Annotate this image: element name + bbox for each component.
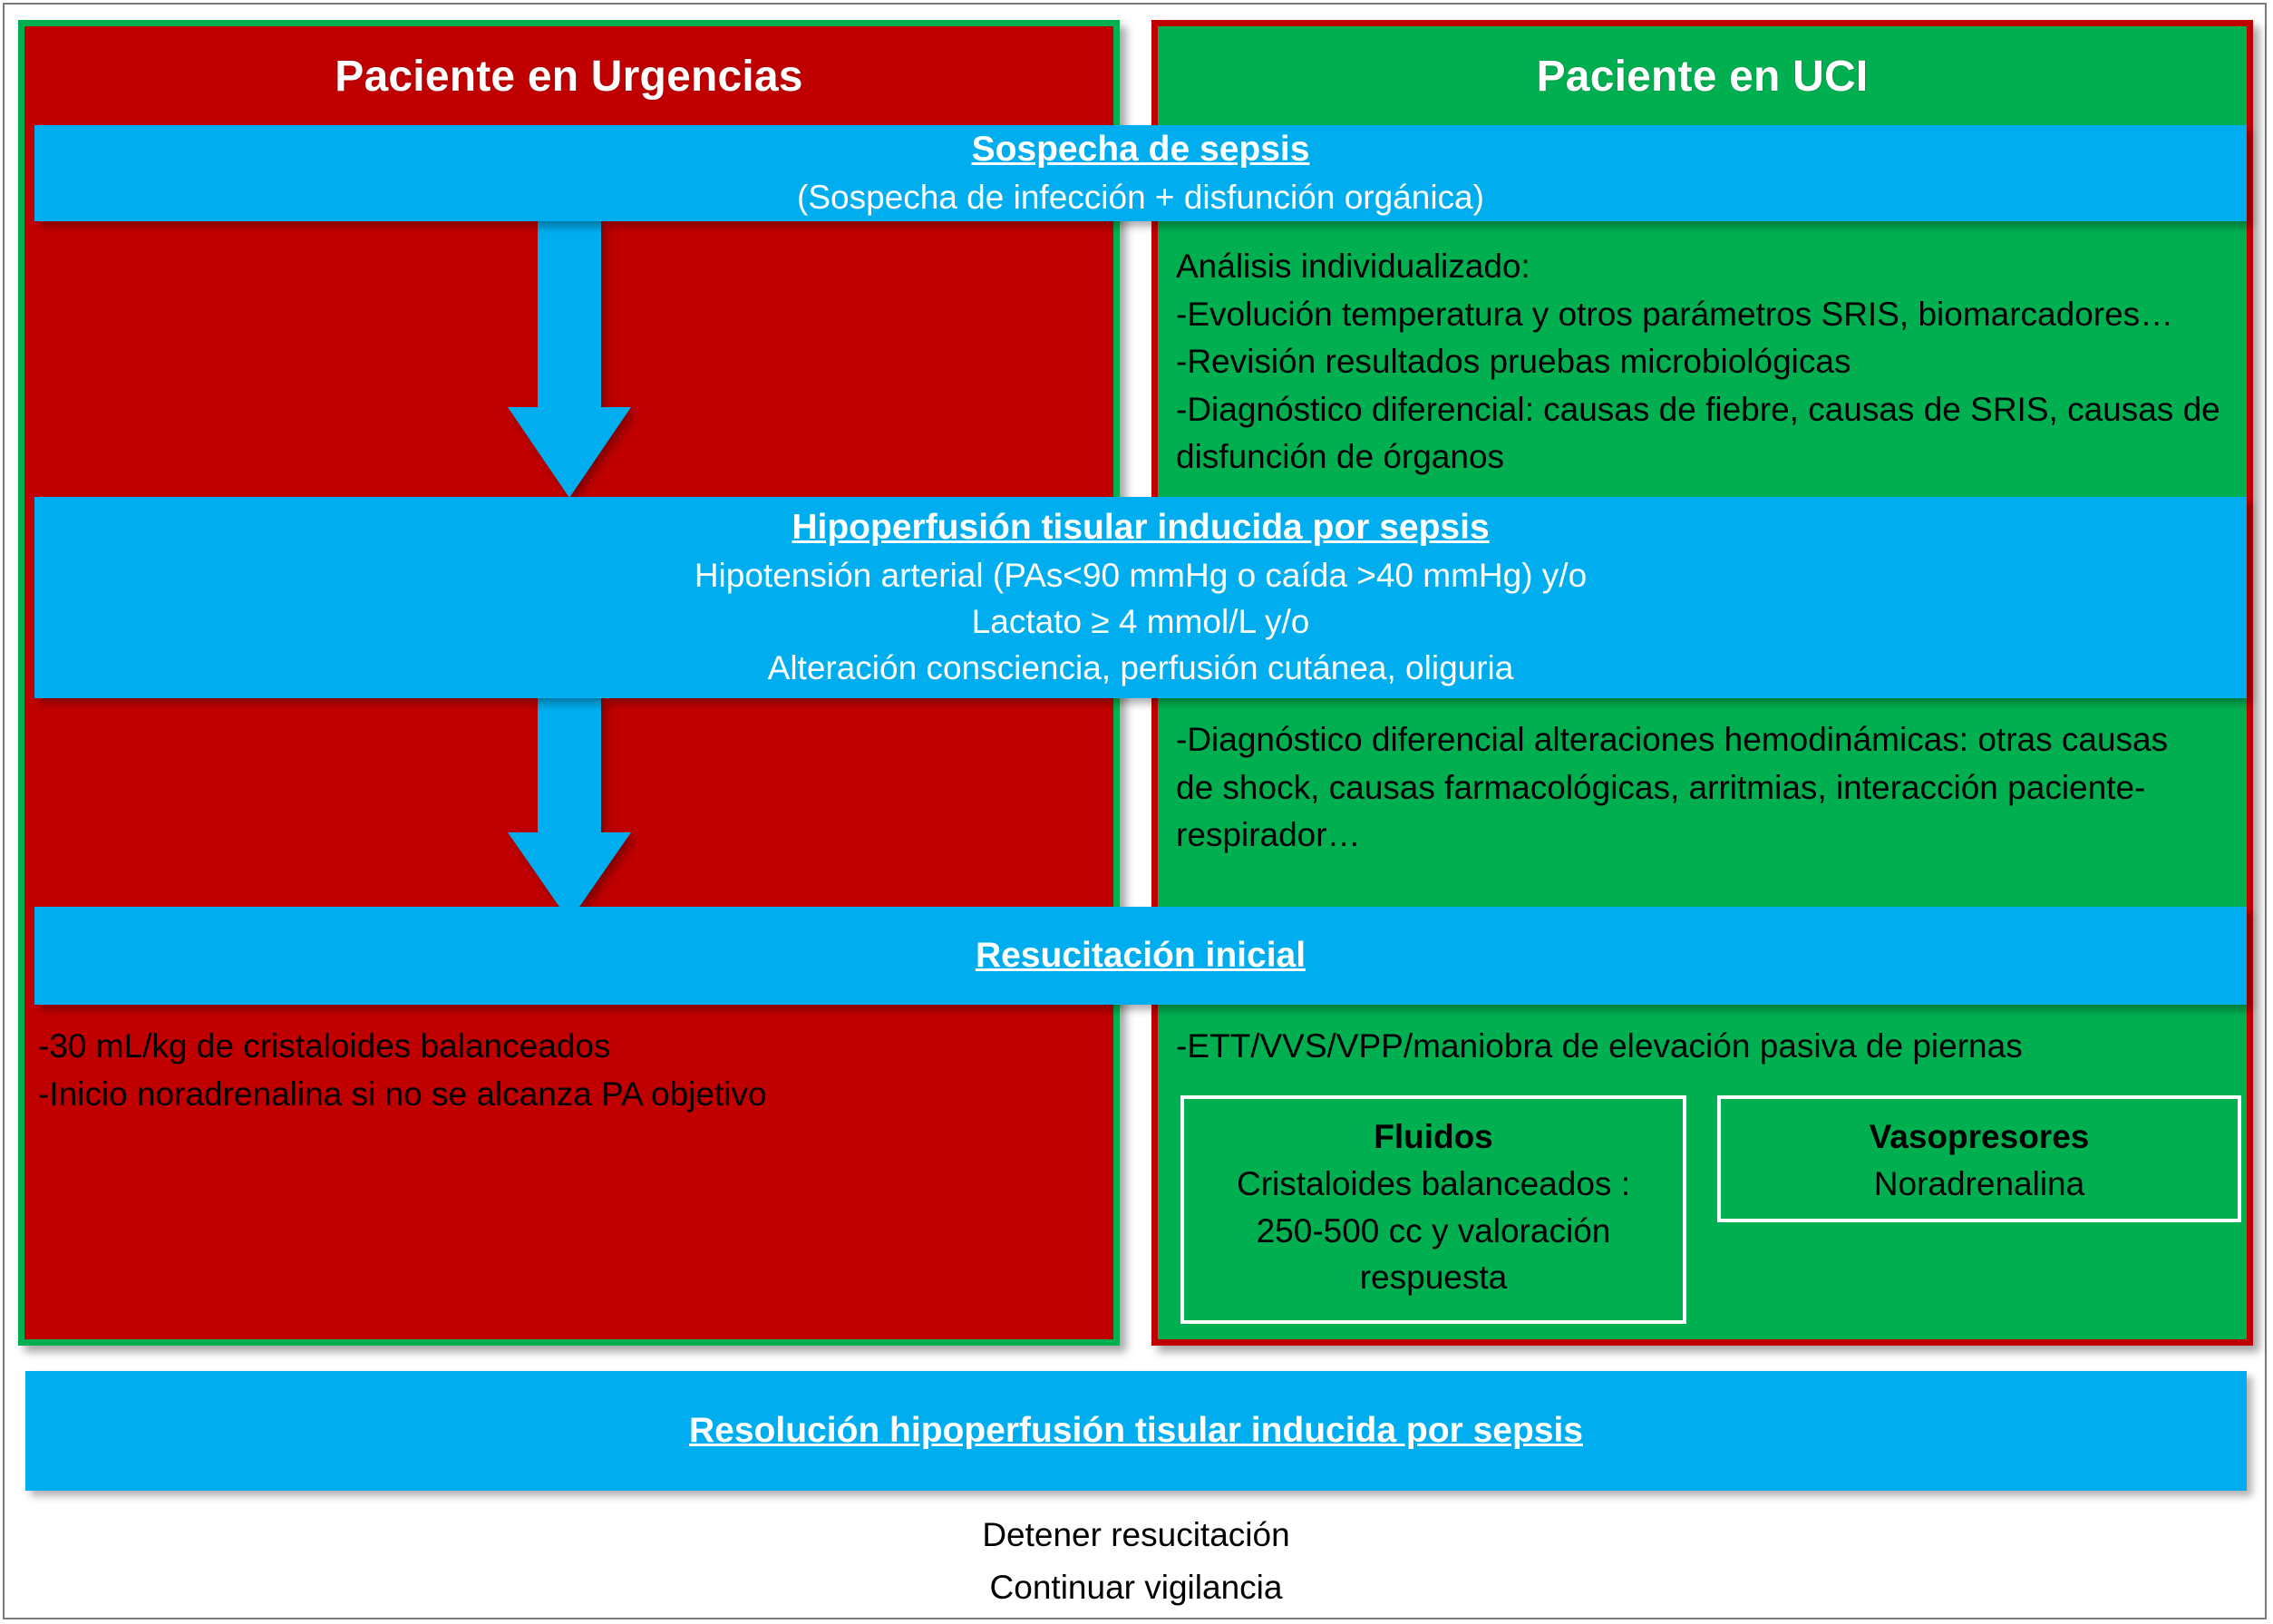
banner-sepsis-induced-hypoperfusion: Hipoperfusión tisular inducida por sepsi… <box>34 497 2247 698</box>
subbox-fluids-body: Cristaloides balanceados : 250-500 cc y … <box>1237 1164 1630 1297</box>
subbox-fluids-title: Fluidos <box>1374 1118 1493 1155</box>
subbox-vasopressors: Vasopresores Noradrenalina <box>1717 1095 2241 1222</box>
subbox-vasopressors-title: Vasopresores <box>1869 1118 2090 1155</box>
subbox-fluids: Fluidos Cristaloides balanceados : 250-5… <box>1180 1095 1686 1324</box>
icu-monitoring-text: -ETT/VVS/VPP/maniobra de elevación pasiv… <box>1176 1027 2023 1065</box>
page-border <box>3 3 2267 1619</box>
banner-resolution-title: Resolución hipoperfusión tisular inducid… <box>689 1410 1583 1450</box>
ed-initial-resuscitation-text: -30 mL/kg de cristaloides balanceados -I… <box>38 1027 767 1113</box>
down-arrow-icon-1 <box>508 221 631 498</box>
banner-hypoperfusion-resolution: Resolución hipoperfusión tisular inducid… <box>25 1371 2247 1491</box>
footer-outcome-line-1: Detener resucitación <box>982 1516 1290 1553</box>
banner-suspected-sepsis: Sospecha de sepsis (Sospecha de infecció… <box>34 125 2247 221</box>
icu-analysis-text: Análisis individualizado: -Evolución tem… <box>1176 248 2220 476</box>
down-arrow-icon-2 <box>508 698 631 921</box>
banner-suspected-sepsis-title: Sospecha de sepsis <box>971 130 1310 170</box>
footer-outcome-line-2: Continuar vigilancia <box>989 1569 1283 1606</box>
banner-hypoperfusion-criterion-2: Lactato ≥ 4 mmol/L y/o <box>971 602 1310 640</box>
column-header-emergency: Paciente en Urgencias <box>24 26 1113 126</box>
icu-hemodynamic-differential-text: -Diagnóstico diferencial alteraciones he… <box>1176 721 2169 854</box>
banner-initial-resuscitation-title: Resucitación inicial <box>975 935 1306 975</box>
banner-initial-resuscitation: Resucitación inicial <box>34 907 2247 1005</box>
banner-suspected-sepsis-subtitle: (Sospecha de infección + disfunción orgá… <box>797 178 1484 216</box>
banner-hypoperfusion-title: Hipoperfusión tisular inducida por sepsi… <box>792 508 1490 548</box>
column-header-icu: Paciente en UCI <box>1158 26 2247 126</box>
banner-hypoperfusion-criterion-1: Hipotensión arterial (PAs<90 mmHg o caíd… <box>694 556 1588 594</box>
subbox-vasopressors-body: Noradrenalina <box>1873 1164 2085 1202</box>
banner-hypoperfusion-criterion-3: Alteración consciencia, perfusión cutáne… <box>767 648 1514 686</box>
